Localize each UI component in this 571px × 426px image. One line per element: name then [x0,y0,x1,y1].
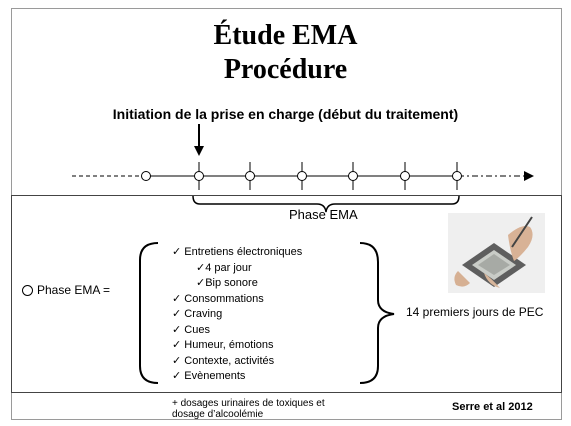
right-brace [359,242,395,384]
dosages-note: + dosages urinaires de toxiques et dosag… [172,398,325,420]
ring-bullet-icon [22,284,33,296]
list-item: Evènements [172,369,302,385]
premiers-label: 14 premiers jours de PEC [406,305,544,319]
down-arrow-icon [194,124,204,156]
list-item: Cues [172,323,302,339]
citation: Serre et al 2012 [452,401,533,413]
arrowhead-icon [524,171,534,181]
sub-list-item: Bip sonore [172,276,302,292]
sub-list-item: 4 par jour [172,261,302,277]
pda-photo [448,213,545,293]
slide-title: Étude EMA [213,20,358,51]
left-bracket [139,242,159,384]
list-item: Entretiens électroniques [172,245,302,261]
horizontal-brace [192,195,460,213]
list-item: Craving [172,307,302,323]
slide-subtitle: Procédure [223,54,348,85]
phase-equation: Phase EMA = [22,283,110,297]
phase-ema-label: Phase EMA [289,207,358,222]
initiation-label: Initiation de la prise en charge (début … [112,106,459,122]
phase-equation-text: Phase EMA = [37,283,111,297]
list-item: Contexte, activités [172,354,302,370]
list-item: Humeur, émotions [172,338,302,354]
phase-box [11,195,562,393]
measures-list: Entretiens électroniques 4 par jour Bip … [172,245,302,385]
list-item: Consommations [172,292,302,308]
